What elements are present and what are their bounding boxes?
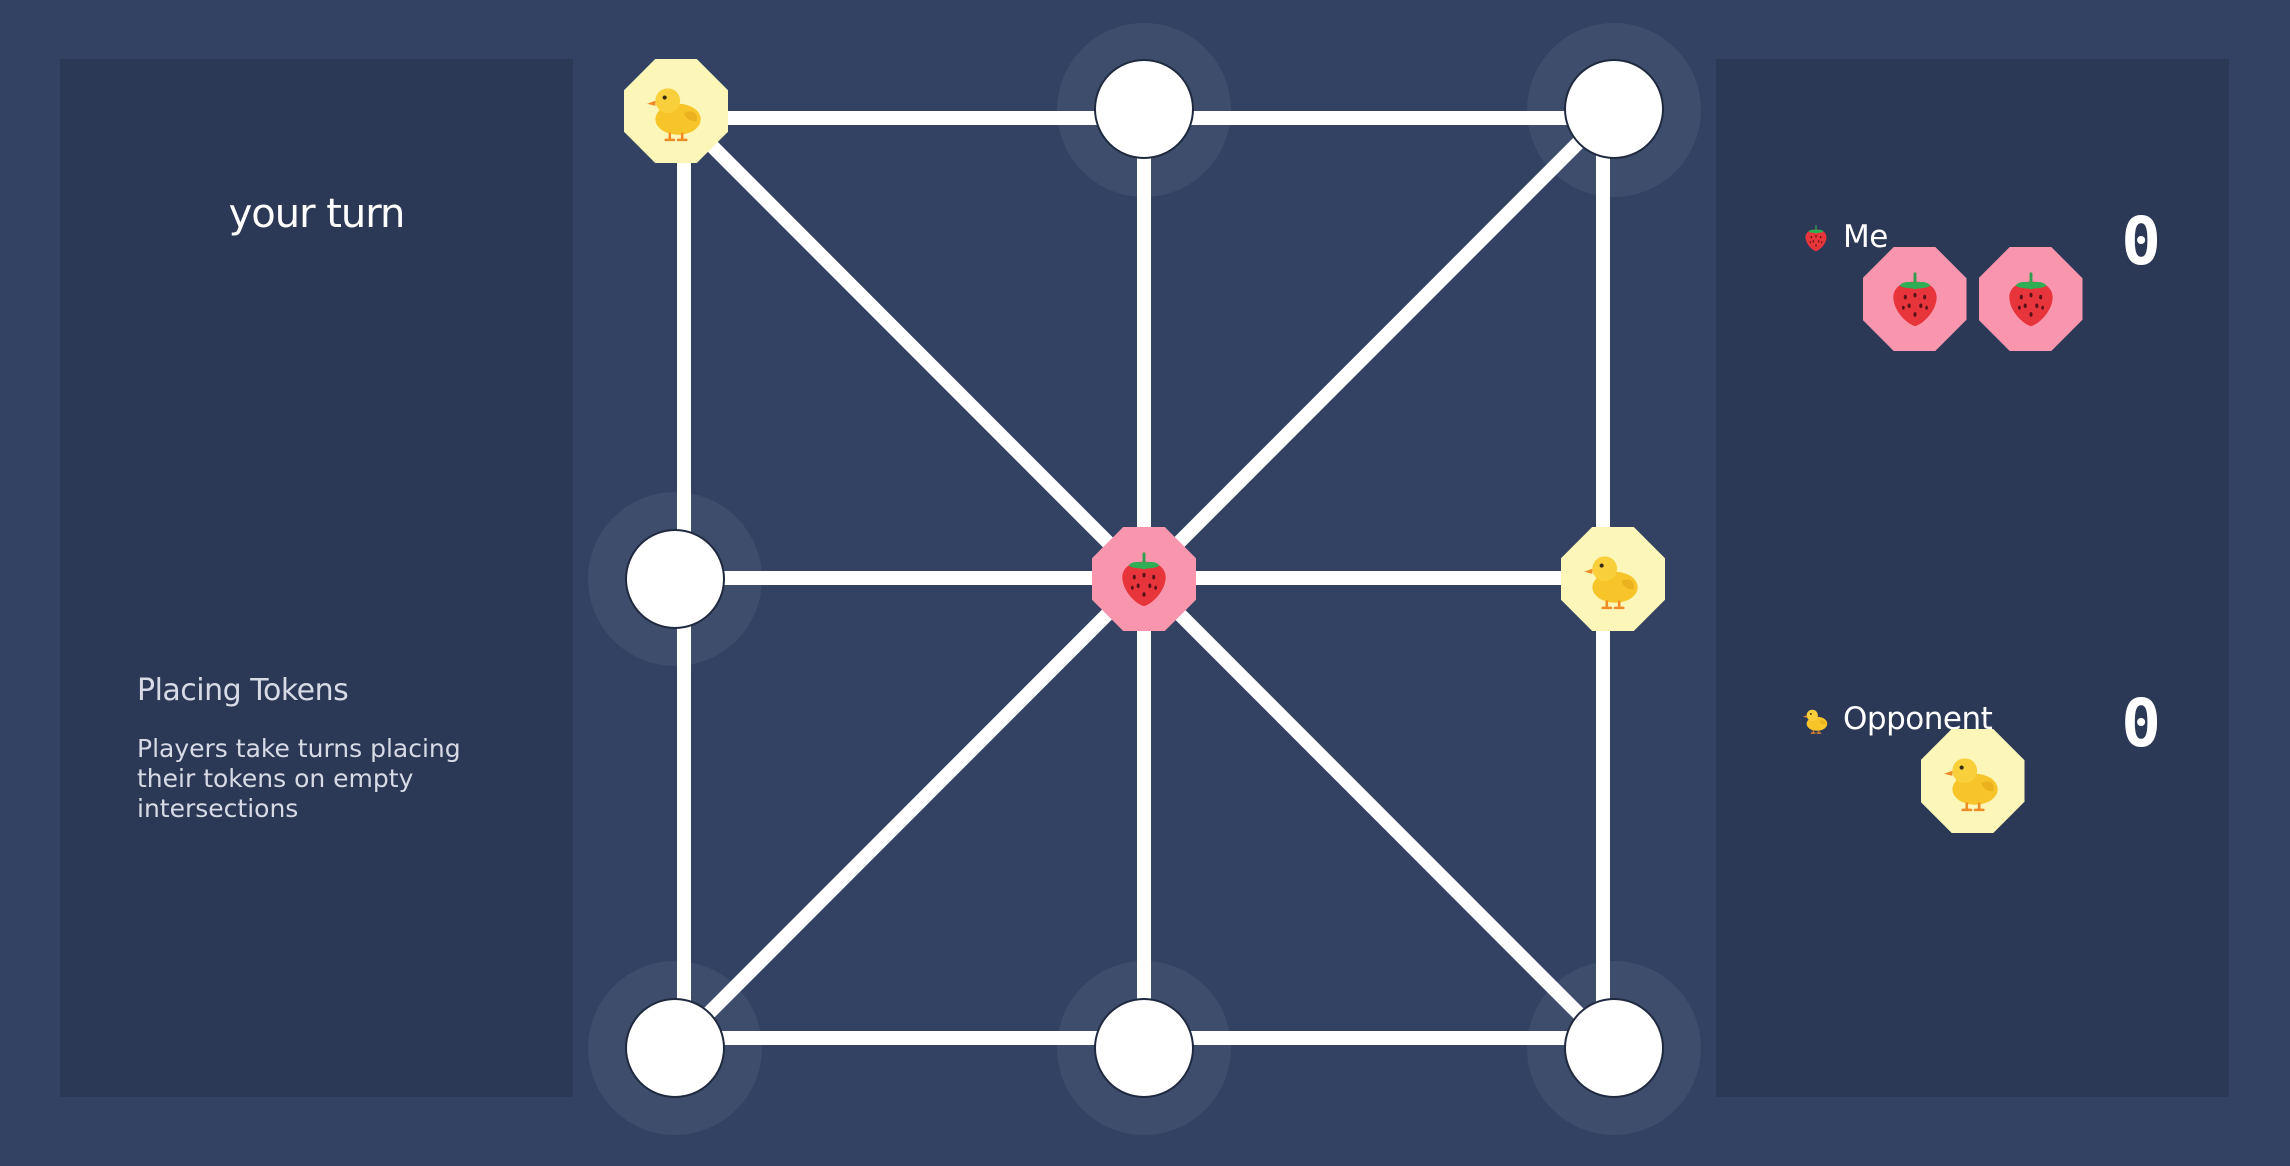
- strawberry-token-center[interactable]: [1092, 527, 1196, 631]
- chick-icon: [643, 78, 709, 144]
- player-opponent-score: 0: [2121, 685, 2161, 762]
- chick-icon: [1940, 748, 2006, 814]
- player-me: Me 0: [1801, 203, 2161, 280]
- status-panel: your turn Placing Tokens Players take tu…: [60, 59, 573, 1097]
- strawberry-icon: [2000, 268, 2062, 330]
- intersection-top-center[interactable]: [1094, 59, 1194, 159]
- intersection-bottom-center[interactable]: [1094, 998, 1194, 1098]
- turn-indicator: your turn: [228, 191, 406, 237]
- intersection-top-right[interactable]: [1564, 59, 1664, 159]
- chick-icon: [1580, 546, 1646, 612]
- reserve-strawberry-token[interactable]: [1978, 247, 2083, 351]
- player-me-score: 0: [2121, 203, 2161, 280]
- strawberry-icon: [1884, 268, 1946, 330]
- chick-token-middle-right[interactable]: [1561, 527, 1665, 631]
- reserve-chick-token: [1920, 729, 2025, 833]
- chick-token-top-left[interactable]: [624, 59, 728, 163]
- player-me-name: Me: [1843, 219, 1888, 255]
- strawberry-icon: [1113, 548, 1175, 610]
- player-me-reserve: [1716, 247, 2229, 351]
- intersection-bottom-right[interactable]: [1564, 998, 1664, 1098]
- phase-description: Players take turns placing their tokens …: [137, 734, 461, 823]
- phase-title: Placing Tokens: [137, 673, 349, 708]
- intersection-bottom-left[interactable]: [625, 998, 725, 1098]
- reserve-strawberry-token[interactable]: [1862, 247, 1967, 351]
- players-panel: Me 0 Opponent 0: [1716, 59, 2229, 1097]
- player-opponent-reserve: [1716, 729, 2229, 833]
- intersection-middle-left[interactable]: [625, 529, 725, 629]
